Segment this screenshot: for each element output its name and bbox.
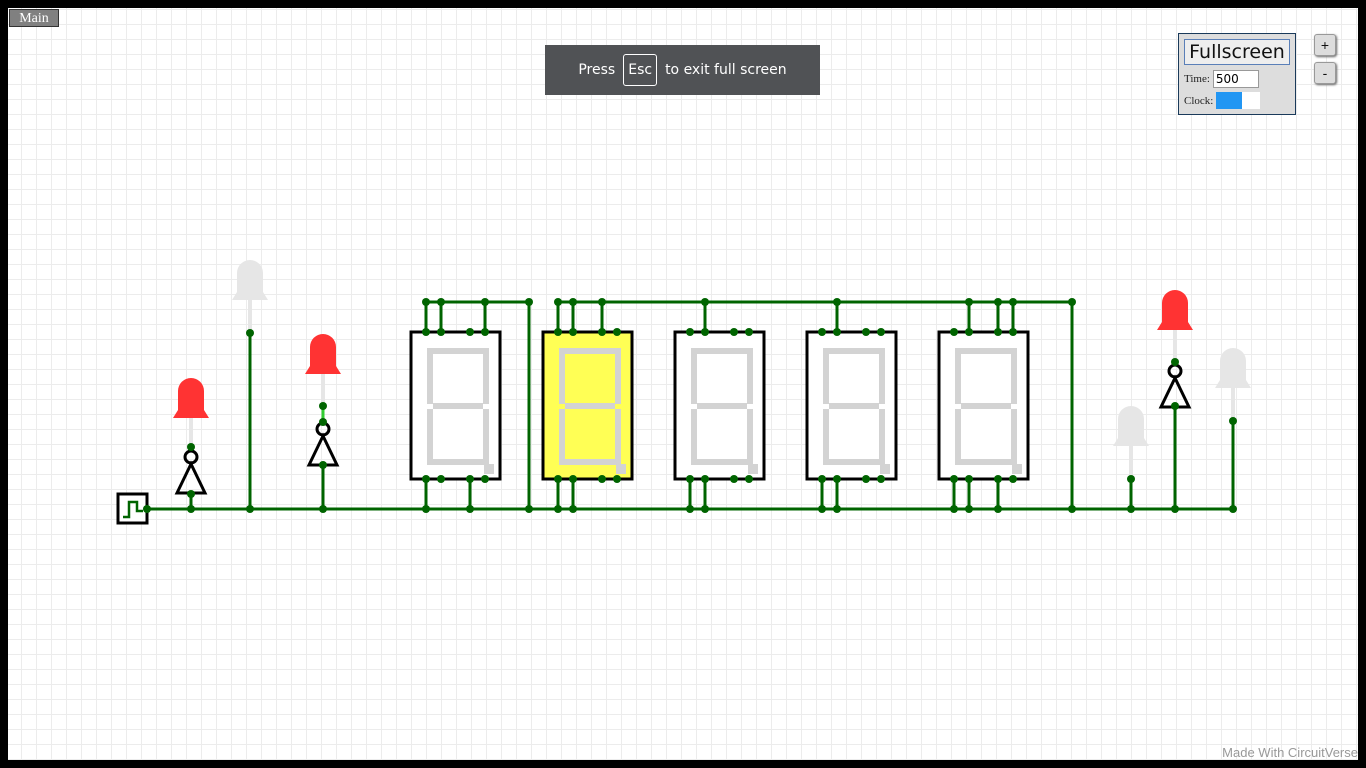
simulation-panel: Fullscreen Time: Clock: [1178,33,1296,115]
circuitverse-credit: Made With CircuitVerse [1222,745,1358,760]
seven-segment-display[interactable] [937,328,1030,483]
zoom-in-button[interactable]: + [1314,34,1336,56]
time-input[interactable] [1212,70,1259,88]
time-row: Time: [1184,70,1259,88]
seven-segment-display[interactable] [409,328,502,483]
led-off[interactable] [232,260,268,333]
led-on[interactable] [305,334,341,406]
led-on[interactable] [1157,290,1193,362]
zoom-out-button[interactable]: - [1314,62,1336,84]
clock-label: Clock: [1184,94,1214,107]
clock-toggle[interactable] [1216,92,1261,109]
toast-text-before: Press [578,62,616,78]
led-off[interactable] [1113,406,1149,479]
led-off[interactable] [1215,348,1251,421]
fullscreen-button[interactable]: Fullscreen [1184,39,1290,65]
not-gate[interactable] [1158,363,1192,409]
tab-main[interactable]: Main [9,9,59,27]
fullscreen-toast: Press Esc to exit full screen [545,45,820,95]
seven-segment-display[interactable] [805,328,898,483]
not-gate[interactable] [306,421,340,467]
seven-segment-display[interactable] [673,328,766,483]
toast-text-after: to exit full screen [665,62,787,78]
clock-source[interactable] [116,492,149,525]
time-label: Time: [1184,73,1210,85]
esc-key-hint: Esc [623,54,658,86]
clock-row: Clock: [1184,92,1261,109]
not-gate[interactable] [174,449,208,495]
seven-segment-display[interactable] [541,328,634,483]
led-on[interactable] [173,378,209,447]
